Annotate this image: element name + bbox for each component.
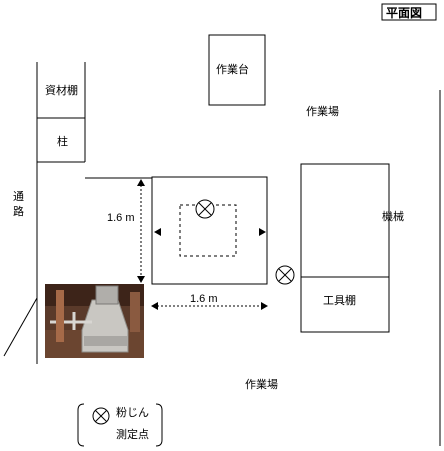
material-shelf-label: 資材棚	[45, 83, 78, 97]
horizontal-dimension: 1.6 m	[151, 293, 268, 310]
plan-title: 平面図	[386, 6, 422, 20]
horizontal-dimension-label: 1.6 m	[190, 293, 218, 305]
workarea-top-label: 作業場	[306, 105, 339, 118]
measurement-point-right	[275, 265, 295, 285]
legend-line1: 粉じん	[116, 406, 149, 419]
legend: 粉じん 測定点	[77, 403, 163, 447]
left-arrow-icon	[154, 228, 161, 236]
machine-label: 機械	[382, 209, 404, 223]
workarea-bottom-label: 作業場	[245, 378, 278, 391]
legend-measurement-icon	[92, 407, 110, 425]
title-box: 平面図	[381, 3, 437, 21]
vertical-dimension-label: 1.6 m	[107, 212, 135, 224]
measurement-point-center	[195, 199, 215, 219]
workbench-label: 作業台	[216, 62, 249, 76]
dust-collector-photo	[45, 284, 144, 358]
tool-shelf-label: 工具棚	[323, 293, 356, 307]
pillar-label: 柱	[57, 134, 68, 148]
vertical-dimension: 1.6 m	[107, 179, 145, 283]
workbench: 作業台	[208, 34, 266, 106]
central-machine	[151, 176, 268, 285]
door-line	[3, 297, 38, 357]
machine-area	[300, 163, 390, 333]
passage-label-1: 通	[13, 190, 24, 203]
passage-label-2: 路	[13, 205, 24, 218]
right-arrow-icon	[259, 228, 266, 236]
legend-line2: 測定点	[116, 427, 149, 441]
